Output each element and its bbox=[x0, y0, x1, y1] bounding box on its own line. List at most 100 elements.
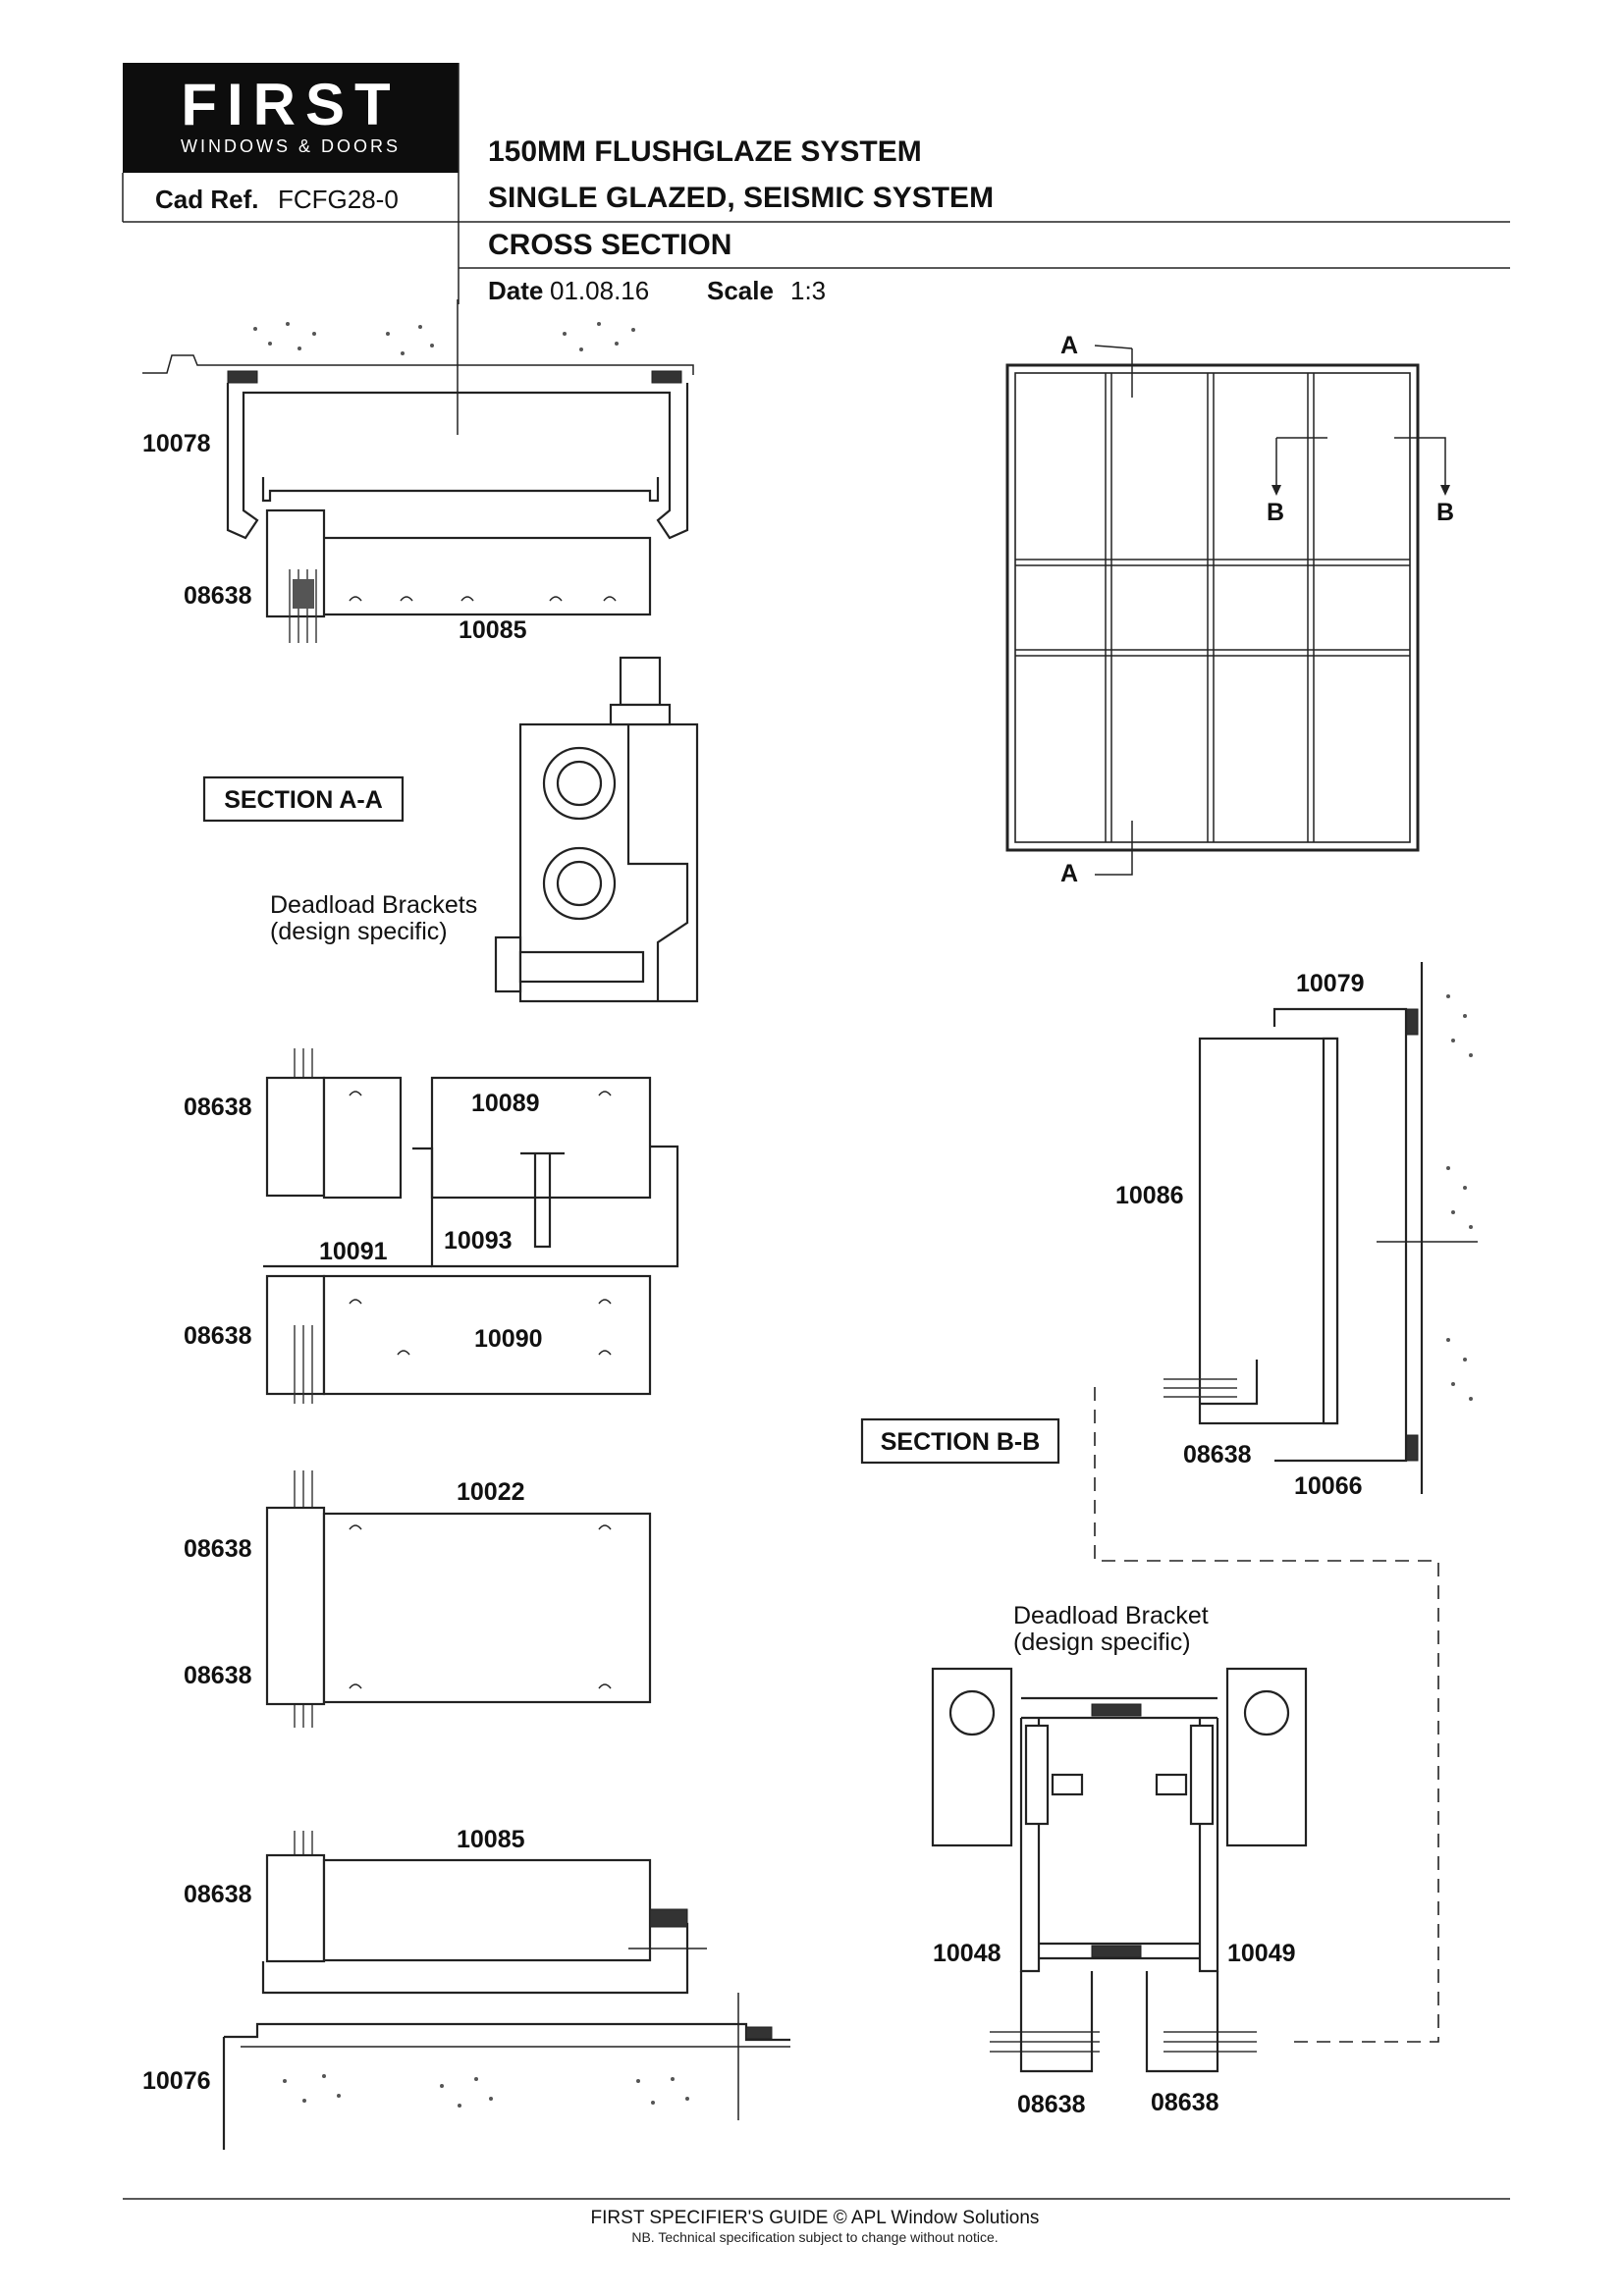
bracket-adjust-nut bbox=[609, 703, 672, 726]
section-arrow-a bbox=[1094, 345, 1133, 349]
label-bracket-glazing-right: 08638 bbox=[1151, 2089, 1219, 2116]
bracket-slide bbox=[518, 950, 645, 984]
section-arrow-b bbox=[1440, 485, 1450, 496]
glass-pane bbox=[1163, 1378, 1237, 1398]
bracket-top-web bbox=[1021, 1696, 1217, 1720]
section-aa-tag bbox=[202, 775, 405, 823]
section-cut-line-b bbox=[1275, 437, 1327, 485]
label-jamb-glazing: 08638 bbox=[1183, 1441, 1252, 1468]
label-head-glazing: 08638 bbox=[184, 582, 252, 610]
head-cover-profile bbox=[226, 383, 689, 540]
bracket-glazing-legs bbox=[1019, 1971, 1219, 2073]
bracket-bolt bbox=[542, 746, 617, 821]
label-transom-glazing-upper: 08638 bbox=[184, 1094, 252, 1121]
window-elevation: A A B B bbox=[1005, 332, 1454, 887]
cad-ref-label: Cad Ref. bbox=[155, 185, 258, 214]
logo-brand: FIRST bbox=[181, 72, 400, 137]
sill-base-profile bbox=[222, 2022, 790, 2150]
title-line-3: CROSS SECTION bbox=[488, 229, 731, 261]
label-bracket-left: 10048 bbox=[933, 1940, 1001, 1967]
jamb-glazing-leg bbox=[1200, 1360, 1259, 1406]
sill-adaptor bbox=[265, 1853, 326, 1963]
ceiling-line bbox=[142, 354, 694, 375]
transom-glazing-adaptor bbox=[265, 1076, 326, 1198]
bracket-nut-right bbox=[1155, 1773, 1188, 1796]
bracket-bottom-web bbox=[1039, 1942, 1200, 1960]
bracket-clip bbox=[1091, 1945, 1142, 1958]
marker-b-right: B bbox=[1436, 499, 1454, 526]
section-cut-line-a bbox=[1095, 821, 1133, 876]
jamb-gasket bbox=[1405, 1008, 1419, 1036]
jamb-gasket bbox=[1405, 1434, 1419, 1462]
jamb-web bbox=[1322, 1037, 1339, 1425]
label-jamb-cap: 10079 bbox=[1296, 970, 1365, 997]
marker-b-left: B bbox=[1267, 499, 1284, 526]
section-bb-title: SECTION B-B bbox=[881, 1428, 1041, 1456]
cad-ref-value: FCFG28-0 bbox=[278, 185, 399, 214]
bracket-plate-right bbox=[1225, 1667, 1308, 1847]
marker-a-bottom: A bbox=[1060, 860, 1078, 887]
bracket-right-wall bbox=[1198, 1716, 1219, 1973]
footer-line-1: FIRST SPECIFIER'S GUIDE © APL Window Sol… bbox=[591, 2208, 1040, 2228]
transom-upper-frame bbox=[322, 1076, 403, 1200]
detail-callout-boundary bbox=[1094, 1387, 1439, 2043]
label-sill-profile: 10085 bbox=[457, 1826, 525, 1853]
concrete-hatch bbox=[253, 322, 635, 355]
sill-base-gasket bbox=[745, 2026, 773, 2040]
jamb-cap-profile bbox=[1272, 1007, 1408, 1463]
concrete-hatch bbox=[1446, 994, 1473, 1401]
screw-port bbox=[349, 1524, 612, 1689]
bracket-plate-left bbox=[931, 1667, 1013, 1847]
label-sill-base: 10076 bbox=[142, 2067, 211, 2095]
marker-a-top: A bbox=[1060, 332, 1078, 359]
bracket-bolt bbox=[556, 860, 603, 907]
note-deadload-brackets-1: Deadload Brackets bbox=[270, 891, 477, 919]
section-cut-line-b bbox=[1394, 437, 1446, 485]
jamb-detail: SECTION B-B 10079 10086 08638 10066 bbox=[860, 962, 1478, 2043]
bracket-bolt bbox=[542, 846, 617, 921]
mullion-profile bbox=[322, 1512, 652, 1704]
date-label: Date bbox=[488, 276, 543, 305]
head-upper-profile bbox=[261, 477, 660, 503]
label-bracket-right: 10049 bbox=[1227, 1940, 1296, 1967]
sill-profile bbox=[322, 1858, 652, 1962]
label-transom-glazing-lower: 08638 bbox=[184, 1322, 252, 1350]
section-aa-title: SECTION A-A bbox=[224, 786, 383, 814]
jamb-main-profile bbox=[1198, 1037, 1339, 1425]
glass-pane bbox=[294, 1325, 313, 1404]
bracket-adjust-bolt bbox=[619, 656, 662, 707]
label-transom-lower: 10090 bbox=[474, 1325, 543, 1353]
label-bracket-glazing-left: 08638 bbox=[1017, 2091, 1086, 2118]
label-transom-joiner: 10091 bbox=[319, 1238, 388, 1265]
transom-lower-adaptor bbox=[265, 1274, 326, 1396]
date-value: 01.08.16 bbox=[550, 276, 649, 305]
bracket-end-bolt bbox=[494, 935, 522, 993]
transom-insert bbox=[412, 1145, 679, 1268]
glass-pane bbox=[990, 2031, 1100, 2053]
bracket-pad-left bbox=[1024, 1724, 1050, 1826]
mullion-adaptor bbox=[265, 1506, 326, 1706]
head-gasket bbox=[227, 370, 258, 384]
head-detail: 10078 08638 10085 bbox=[142, 299, 694, 644]
section-arrow-b bbox=[1271, 485, 1281, 496]
head-gasket bbox=[651, 370, 682, 384]
label-jamb-bottom: 10066 bbox=[1294, 1472, 1363, 1500]
label-head-profile: 10085 bbox=[459, 616, 527, 644]
footer-line-2: NB. Technical specification subject to c… bbox=[631, 2229, 998, 2245]
label-transom-upper: 10089 bbox=[471, 1090, 540, 1117]
label-mullion-profile: 10022 bbox=[457, 1478, 525, 1506]
screw-port bbox=[349, 596, 617, 602]
transom-insert-web bbox=[520, 1151, 565, 1249]
section-bb-tag bbox=[860, 1417, 1060, 1465]
transom-upper-profile bbox=[430, 1076, 652, 1200]
title-line-2: SINGLE GLAZED, SEISMIC SYSTEM bbox=[488, 182, 994, 214]
label-mullion-glazing-upper: 08638 bbox=[184, 1535, 252, 1563]
concrete-hatch bbox=[283, 2074, 689, 2108]
elevation-frame-inner bbox=[1014, 372, 1411, 843]
elevation-frame-outer bbox=[1005, 363, 1420, 852]
transom-detail: 08638 10089 10093 10091 08638 10090 bbox=[184, 1048, 679, 1404]
label-mullion-glazing-lower: 08638 bbox=[184, 1662, 252, 1689]
label-jamb-profile: 10086 bbox=[1115, 1182, 1184, 1209]
label-sill-glazing: 08638 bbox=[184, 1881, 252, 1908]
head-main-profile bbox=[320, 536, 652, 616]
